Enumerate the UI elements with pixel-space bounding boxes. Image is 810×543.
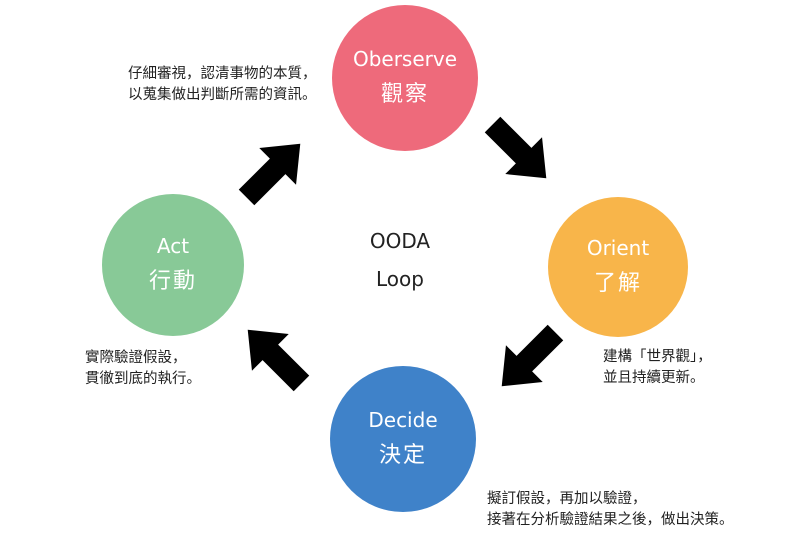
decide-title-en: Decide — [368, 408, 438, 432]
decide-note-line: 擬訂假設，再加以驗證， — [487, 491, 647, 507]
orient-note-line: 建構「世界觀」， — [603, 349, 712, 365]
decide-circle: Decide 決定 — [330, 366, 476, 512]
arrow-orient-to-decide — [501, 324, 564, 387]
observe-note: 仔細審視，認清事物的本質， 以蒐集做出判斷所需的資訊。 — [128, 64, 317, 106]
arrow-observe-to-orient — [484, 116, 547, 179]
act-title-zh: 行動 — [148, 269, 197, 294]
center-label-line1: OODA — [369, 229, 431, 253]
arrow-act-to-observe — [238, 143, 301, 206]
observe-title-en: Oberserve — [352, 47, 458, 71]
orient-title-zh: 了解 — [593, 271, 642, 296]
arrow-decide-to-act — [247, 329, 310, 392]
act-note-line: 貫徹到底的執行。 — [85, 371, 201, 387]
observe-circle: Oberserve 觀察 — [332, 5, 478, 151]
orient-note-line: 並且持續更新。 — [603, 370, 705, 386]
act-note: 實際驗證假設， 貫徹到底的執行。 — [85, 348, 201, 390]
act-circle: Act 行動 — [102, 194, 244, 336]
orient-circle: Orient 了解 — [548, 197, 688, 337]
decide-title-zh: 決定 — [378, 443, 427, 468]
decide-note: 擬訂假設，再加以驗證， 接著在分析驗證結果之後，做出決策。 — [487, 489, 734, 531]
decide-note-line: 接著在分析驗證結果之後，做出決策。 — [487, 512, 734, 528]
orient-note: 建構「世界觀」， 並且持續更新。 — [603, 347, 712, 389]
center-label-line2: Loop — [376, 267, 424, 291]
observe-title-zh: 觀察 — [380, 82, 429, 107]
orient-title-en: Orient — [586, 236, 650, 260]
center-label: OODA Loop — [340, 222, 460, 298]
act-title-en: Act — [156, 234, 190, 258]
act-note-line: 實際驗證假設， — [85, 350, 187, 366]
observe-note-line: 仔細審視，認清事物的本質， — [128, 66, 317, 82]
observe-note-line: 以蒐集做出判斷所需的資訊。 — [128, 87, 317, 103]
